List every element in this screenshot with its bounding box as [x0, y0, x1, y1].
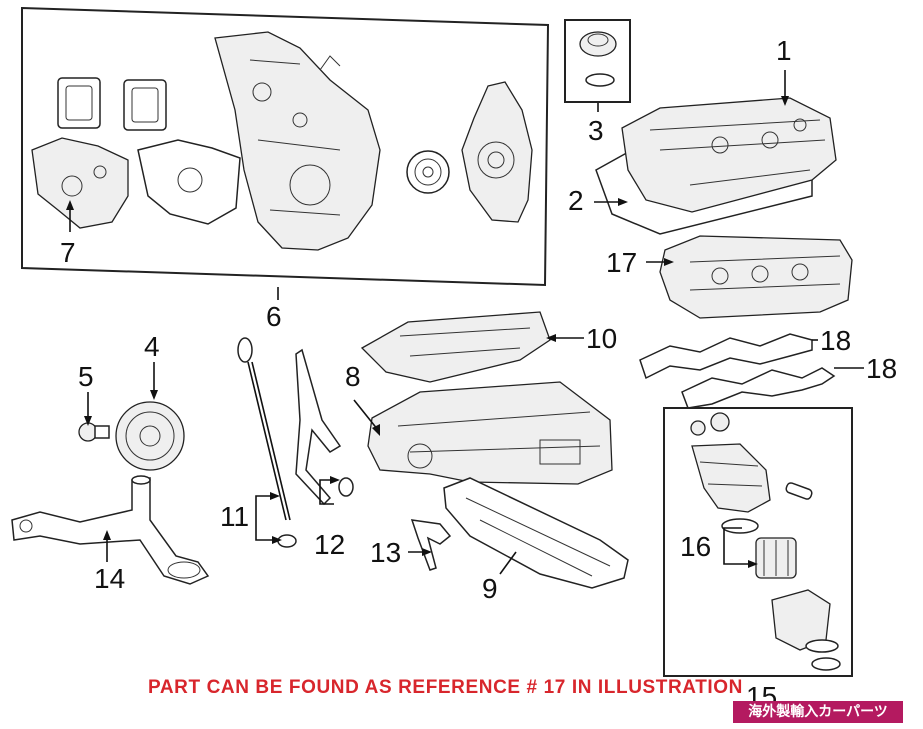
filter-o-ring	[721, 518, 759, 534]
dipstick-tube	[295, 348, 342, 506]
baffle-group: 10	[360, 311, 617, 383]
dipstick-seal	[277, 534, 297, 548]
dipstick-tube-group: 12	[295, 348, 354, 560]
intake-manifold	[659, 235, 853, 319]
dipstick-group: 11	[220, 337, 297, 548]
upper-oil-pan	[367, 381, 613, 485]
callout-4: 4	[144, 331, 160, 362]
group-box-6	[21, 6, 550, 287]
callout-1: 1	[776, 35, 792, 66]
pulley-group: 4 5	[78, 331, 185, 471]
callout-3: 3	[588, 115, 604, 146]
callout-5: 5	[78, 361, 94, 392]
callout-12: 12	[314, 529, 345, 560]
group-box-3	[564, 19, 631, 103]
callout-16: 16	[680, 531, 711, 562]
oil-cap-group: 3	[564, 19, 631, 146]
oil-filter-group: 16 15	[663, 407, 853, 712]
oil-baffle	[360, 311, 551, 383]
lower-oil-pan	[443, 477, 629, 589]
callout-9: 9	[482, 573, 498, 604]
lower-oil-pan-group: 9	[443, 477, 629, 604]
manifold-gasket-group: 18 18	[639, 325, 897, 409]
timing-cover-group: 7 6	[21, 6, 550, 332]
group-box-15	[663, 407, 853, 677]
cap-seal	[585, 73, 615, 87]
intake-manifold-group: 17	[606, 235, 853, 319]
crank-sprocket	[406, 150, 450, 194]
callout-7: 7	[60, 237, 76, 268]
manifold-gasket-2	[681, 367, 836, 409]
oil-pickup-tube	[11, 477, 210, 585]
watermark-badge: 海外製輸入カーパーツ	[733, 701, 903, 723]
oil-pickup-group: 14	[11, 475, 210, 594]
valve-cover-group: 1 2	[568, 35, 837, 235]
upper-oil-pan-group: 8	[345, 361, 613, 485]
callout-14: 14	[94, 563, 125, 594]
gasket-square-2	[123, 79, 167, 131]
callout-2: 2	[568, 185, 584, 216]
manifold-gasket-1	[639, 333, 813, 380]
callout-10: 10	[586, 323, 617, 354]
oil-filter-housing	[691, 443, 771, 513]
callout-11: 11	[220, 501, 249, 532]
valve-cover	[621, 97, 837, 213]
callout-6: 6	[266, 301, 282, 332]
reference-note: PART CAN BE FOUND AS REFERENCE # 17 IN I…	[148, 677, 744, 698]
water-pump	[31, 137, 129, 229]
gasket-square-1	[57, 77, 101, 129]
cover-plate	[137, 139, 241, 225]
bracket-group: 13	[370, 519, 452, 571]
callout-18a: 18	[820, 325, 851, 356]
dipstick-handle	[237, 337, 253, 363]
dipstick-tube-seal	[338, 477, 354, 497]
callout-13: 13	[370, 537, 401, 568]
oil-filler-cap	[579, 31, 617, 57]
callout-18b: 18	[866, 353, 897, 384]
oil-pipe-bracket	[410, 519, 452, 571]
drain-plug	[785, 482, 813, 500]
timing-cover	[214, 31, 381, 251]
callout-8: 8	[345, 361, 361, 392]
callout-17: 17	[606, 247, 637, 278]
